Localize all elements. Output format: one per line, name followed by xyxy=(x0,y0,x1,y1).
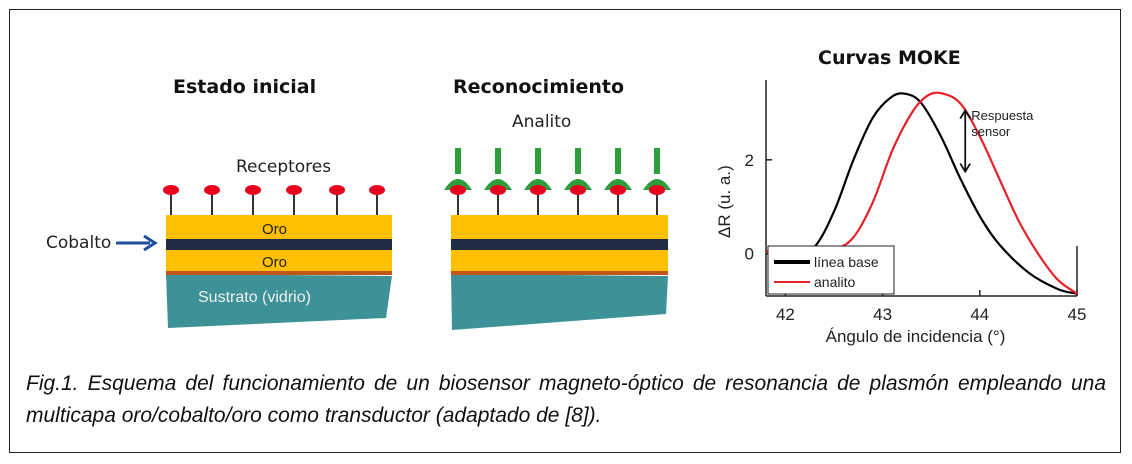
x-tick-label: 44 xyxy=(970,305,989,324)
moke-chart: 42 43 44 45 0 2 ΔR (u. a.) Ángulo de incidenc… xyxy=(715,80,1087,346)
analyte-stem xyxy=(615,148,621,174)
gold-layer-top-left xyxy=(166,215,392,239)
annotation-text: sensor xyxy=(971,124,1011,139)
label-receptors: Receptores xyxy=(236,157,332,177)
annotation-text: Respuesta xyxy=(971,108,1034,123)
glass-substrate-left xyxy=(166,274,392,328)
receptor-head xyxy=(610,185,626,195)
y-axis-label: ΔR (u. a.) xyxy=(715,165,734,238)
chart-axes: 42 43 44 45 0 2 xyxy=(745,80,1087,324)
analyte-stem xyxy=(654,148,660,174)
analyte-cap xyxy=(643,179,671,190)
analyte-cap xyxy=(484,179,512,190)
analyte-stem xyxy=(455,148,461,174)
receptor-head xyxy=(286,185,302,195)
receptor-head xyxy=(490,185,506,195)
gold-layer-bottom-left xyxy=(166,250,392,271)
panel-title-moke: Curvas MOKE xyxy=(818,47,961,69)
label-cobalt: Cobalto xyxy=(46,233,112,253)
y-tick-label: 2 xyxy=(745,151,754,170)
y-tick-label: 0 xyxy=(745,245,754,264)
x-axis-label: Ángulo de incidencia (°) xyxy=(826,327,1006,346)
cobalt-arrowhead xyxy=(143,234,158,252)
figure-caption: Fig.1. Esquema del funcionamiento de un … xyxy=(26,372,1106,427)
left-receptors xyxy=(163,185,385,215)
receptor-head xyxy=(329,185,345,195)
receptor-head xyxy=(204,185,220,195)
legend-box xyxy=(767,245,895,295)
adhesion-layer-left xyxy=(166,270,392,275)
analyte-cap xyxy=(604,179,632,190)
cobalt-layer-mid xyxy=(451,239,668,250)
cobalt-layer-left xyxy=(166,239,392,250)
chart-series xyxy=(765,91,1078,295)
adhesion-layer-mid xyxy=(451,270,668,275)
label-gold-bottom: Oro xyxy=(262,254,287,271)
analyte-stem xyxy=(535,148,541,174)
gold-layer-bottom-mid xyxy=(451,250,668,271)
series-line-analyte xyxy=(765,91,1078,295)
label-substrate: Sustrato (vidrio) xyxy=(198,289,311,306)
left-stack xyxy=(166,215,392,328)
annotation-arrowhead-up xyxy=(959,108,971,119)
analyte-cap xyxy=(444,179,472,190)
label-gold-top: Oro xyxy=(262,221,287,238)
receptor-head xyxy=(163,185,179,195)
receptor-head xyxy=(570,185,586,195)
panel-title-recognition: Reconocimiento xyxy=(453,76,625,98)
receptor-head xyxy=(530,185,546,195)
annotation-arrowhead-down xyxy=(959,163,971,174)
analyte-stem xyxy=(575,148,581,174)
x-tick-label: 42 xyxy=(776,305,795,324)
chart-legend: línea base analito xyxy=(767,245,895,295)
receptor-head xyxy=(369,185,385,195)
middle-receptors-with-analyte xyxy=(444,148,671,215)
legend-label: analito xyxy=(814,274,855,290)
middle-stack xyxy=(451,215,668,330)
x-tick-label: 43 xyxy=(873,305,892,324)
receptor-head xyxy=(450,185,466,195)
analyte-cap xyxy=(524,179,552,190)
series-line-baseline xyxy=(765,92,1078,295)
glass-substrate-mid xyxy=(451,274,668,330)
receptor-head xyxy=(245,185,261,195)
legend-label: línea base xyxy=(814,254,879,270)
analyte-stem xyxy=(495,148,501,174)
x-tick-label: 45 xyxy=(1068,305,1087,324)
receptor-head xyxy=(649,185,665,195)
label-analyte: Analito xyxy=(512,112,572,132)
analyte-cap xyxy=(564,179,592,190)
gold-layer-top-mid xyxy=(451,215,668,239)
panel-title-initial: Estado inicial xyxy=(173,76,317,98)
